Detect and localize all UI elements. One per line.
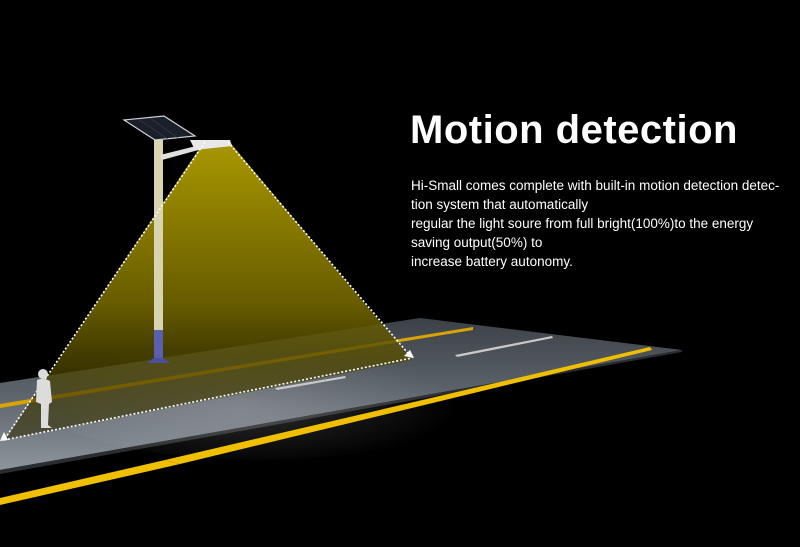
person-silhouette [36,369,52,428]
description-line: Hi-Small comes complete with built-in mo… [411,178,780,193]
solar-panel [122,115,197,141]
lamp-head [190,140,232,150]
description-line: tion system that automatically [411,197,589,212]
detection-zone-lines [3,141,413,441]
description-line: increase battery autonomy. [411,254,573,269]
description-line: saving output(50%) to [411,235,543,250]
page-title: Motion detection [410,108,738,152]
light-beam [5,140,412,440]
lamp-pole [154,140,163,330]
feature-description: Hi-Small comes complete with built-in mo… [411,176,800,271]
description-line: regular the light soure from full bright… [411,216,754,231]
